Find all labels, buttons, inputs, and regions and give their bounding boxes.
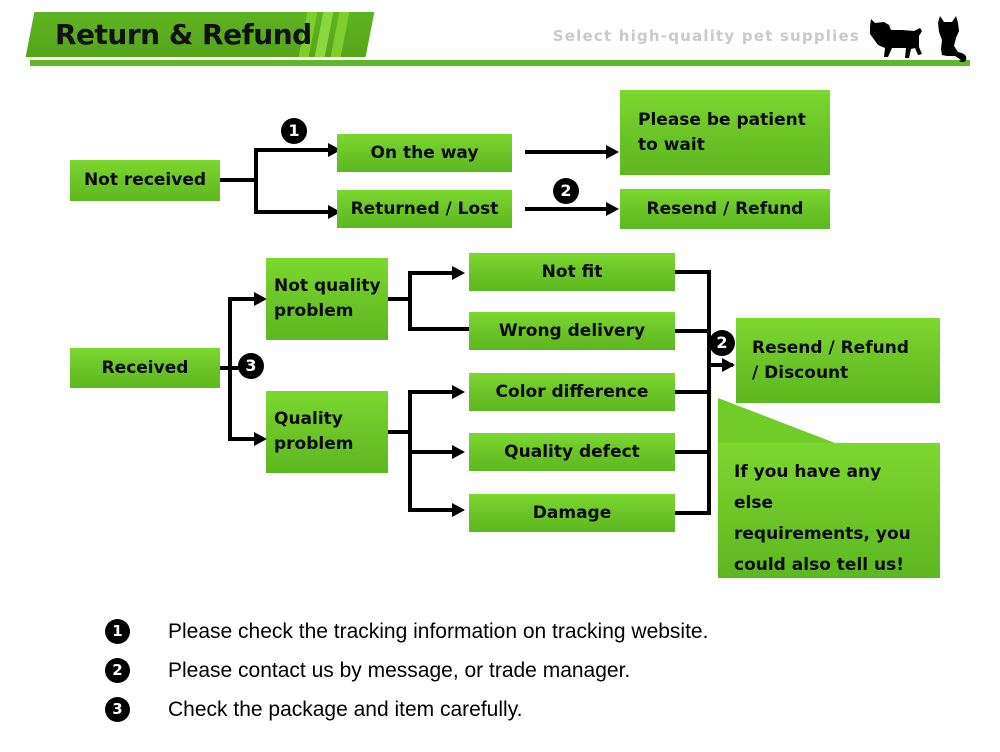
flow-box-please-be-patient[interactable]: Please be patient to wait bbox=[620, 90, 830, 175]
badge-step-1: 1 bbox=[281, 118, 307, 144]
connector-on-the-way-to-result bbox=[525, 150, 610, 154]
connector-nqp-split bbox=[408, 271, 412, 331]
flow-box-received[interactable]: Received bbox=[70, 348, 220, 388]
arrow-not-quality-problem bbox=[254, 292, 267, 306]
connector-nqp-to-wrong-delivery bbox=[408, 327, 470, 331]
arrow-please-be-patient bbox=[606, 145, 619, 159]
arrow-quality-problem bbox=[254, 432, 267, 446]
arrow-color-difference bbox=[452, 385, 465, 399]
connector-branch-1a bbox=[254, 148, 332, 152]
callout-tail bbox=[718, 398, 848, 450]
flow-box-not-fit[interactable]: Not fit bbox=[469, 253, 675, 291]
legend-item: 3 Check the package and item carefully. bbox=[105, 690, 945, 729]
connector-returned-to-result bbox=[525, 207, 610, 211]
outcome-line-1: Resend / Refund bbox=[752, 337, 909, 358]
connector-nqp-stem bbox=[388, 297, 412, 301]
badge-step-2-top: 2 bbox=[553, 178, 579, 204]
legend-badge-1: 1 bbox=[105, 619, 130, 644]
legend-text-1: Please check the tracking information on… bbox=[168, 619, 709, 643]
flow-box-not-quality-problem[interactable]: Not quality problem bbox=[266, 258, 388, 340]
connector-bus-to-outcome bbox=[707, 363, 733, 367]
connector-merge-color-difference bbox=[675, 390, 711, 394]
callout-line-2: requirements, you bbox=[734, 523, 911, 544]
badge-step-2-bottom: 2 bbox=[709, 330, 735, 356]
connector-merge-not-fit bbox=[675, 270, 711, 274]
flow-box-wrong-delivery[interactable]: Wrong delivery bbox=[469, 312, 675, 350]
arrow-not-fit bbox=[452, 266, 465, 280]
arrow-resend-refund bbox=[606, 202, 619, 216]
flow-box-color-difference[interactable]: Color difference bbox=[469, 373, 675, 411]
connector-qp-to-damage bbox=[408, 508, 458, 512]
legend-text-2: Please contact us by message, or trade m… bbox=[168, 658, 631, 682]
connector-qp-to-quality-defect bbox=[408, 450, 458, 454]
badge-step-3: 3 bbox=[238, 353, 264, 379]
page-title: Return & Refund bbox=[55, 18, 312, 51]
header-underline bbox=[30, 60, 970, 66]
connector-merge-bus bbox=[707, 270, 711, 515]
connector-merge-wrong-delivery bbox=[675, 329, 711, 333]
flow-box-resend-refund[interactable]: Resend / Refund bbox=[620, 189, 830, 229]
connector-branch-2a bbox=[228, 297, 258, 301]
arrow-outcome bbox=[722, 358, 735, 372]
callout-line-1: If you have any else bbox=[734, 462, 882, 513]
flow-box-returned-lost[interactable]: Returned / Lost bbox=[337, 190, 512, 228]
connector-split-2 bbox=[228, 297, 232, 441]
connector-qp-stem bbox=[388, 430, 412, 434]
connector-merge-damage bbox=[675, 511, 711, 515]
callout-box: If you have any else requirements, you c… bbox=[718, 443, 940, 578]
flow-box-on-the-way[interactable]: On the way bbox=[337, 134, 512, 172]
connector-split-1 bbox=[254, 148, 258, 214]
flow-box-resend-refund-discount[interactable]: Resend / Refund / Discount bbox=[736, 318, 940, 403]
connector-branch-2b bbox=[228, 437, 258, 441]
connector-qp-to-color-difference bbox=[408, 390, 458, 394]
arrow-damage bbox=[452, 503, 465, 517]
header-tagline: Select high-quality pet supplies bbox=[552, 27, 860, 45]
legend-badge-3: 3 bbox=[105, 697, 130, 722]
page-header: Return & Refund Select high-quality pet … bbox=[0, 0, 1000, 72]
outcome-line-2: / Discount bbox=[752, 362, 849, 383]
flow-box-not-received[interactable]: Not received bbox=[70, 160, 220, 201]
connector-nqp-to-not-fit bbox=[408, 271, 458, 275]
legend-text-3: Check the package and item carefully. bbox=[168, 697, 523, 721]
connector-merge-quality-defect bbox=[675, 450, 711, 454]
arrow-quality-defect bbox=[452, 445, 465, 459]
flow-box-quality-problem[interactable]: Quality problem bbox=[266, 391, 388, 473]
connector-branch-1b bbox=[254, 210, 332, 214]
connector-root-stem-1 bbox=[220, 178, 258, 182]
callout-line-3: could also tell us! bbox=[734, 554, 904, 575]
dog-and-cat-silhouette-icon bbox=[870, 16, 967, 62]
flow-box-damage[interactable]: Damage bbox=[469, 494, 675, 532]
legend-item: 1 Please check the tracking information … bbox=[105, 612, 945, 651]
flow-box-quality-defect[interactable]: Quality defect bbox=[469, 433, 675, 471]
legend-badge-2: 2 bbox=[105, 658, 130, 683]
legend-item: 2 Please contact us by message, or trade… bbox=[105, 651, 945, 690]
legend: 1 Please check the tracking information … bbox=[105, 612, 945, 729]
